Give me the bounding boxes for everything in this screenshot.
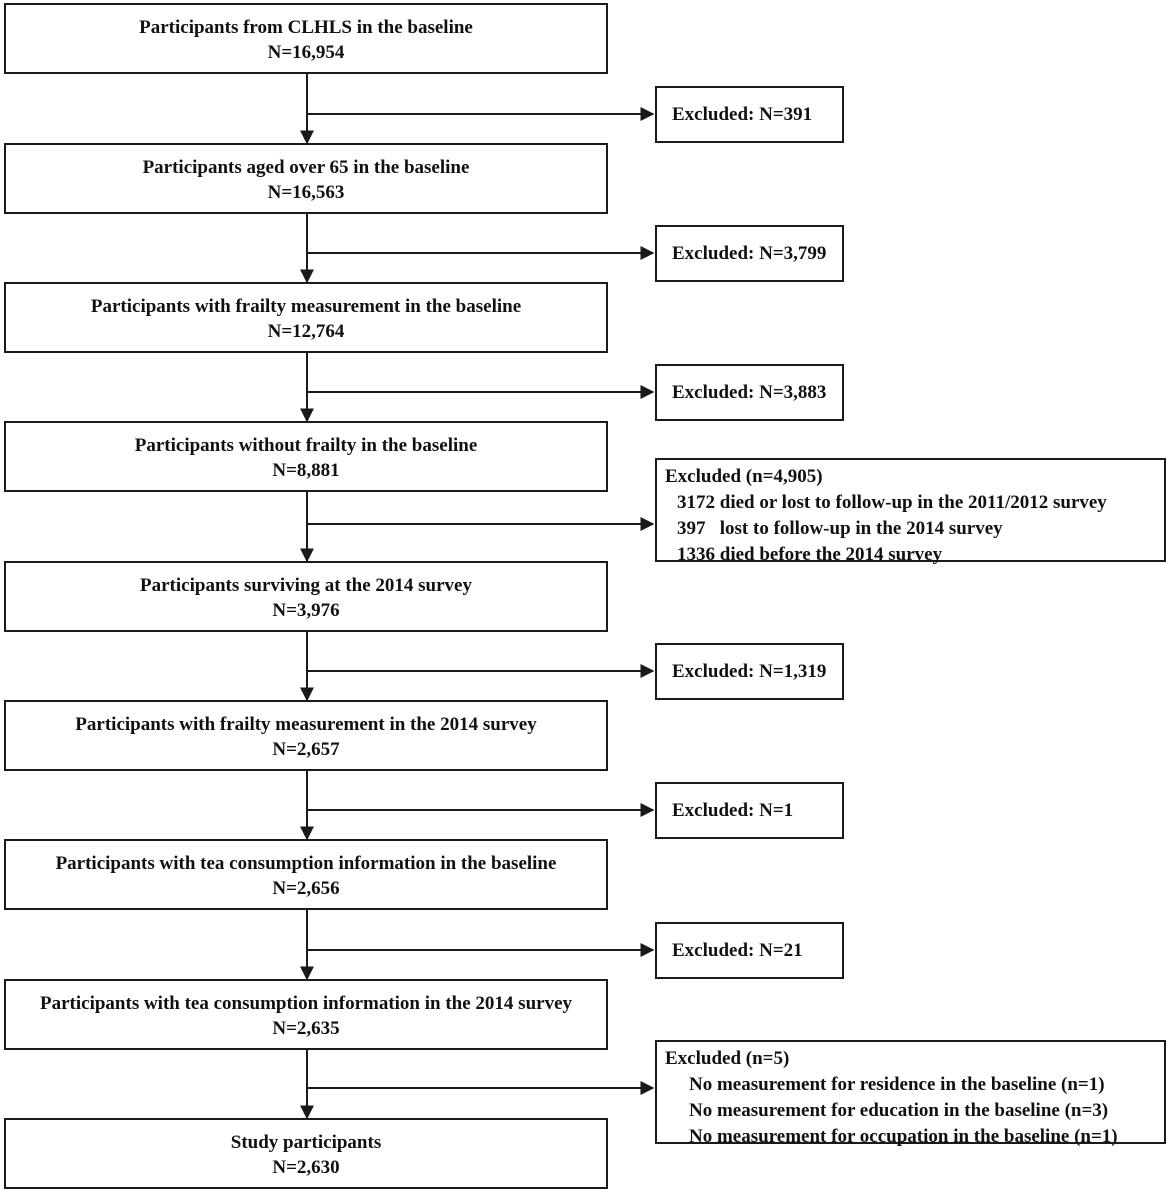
stage-count: N=16,563 — [267, 182, 345, 203]
exclusion-box-5: Excluded: N=1,319 — [655, 643, 844, 700]
stage-box-tea-2014: Participants with tea consumption inform… — [4, 979, 608, 1050]
exclusion-label: Excluded: N=21 — [672, 940, 803, 961]
stage-count: N=3,976 — [272, 600, 340, 621]
stage-box-frailty-2014: Participants with frailty measurement in… — [4, 700, 608, 771]
exclusion-item: 1336 died before the 2014 survey — [677, 544, 943, 565]
stage-box-aged-over-65: Participants aged over 65 in the baselin… — [4, 143, 608, 214]
exclusion-label: Excluded: N=1 — [672, 800, 794, 821]
stage-count: N=2,657 — [272, 739, 340, 760]
stage-box-baseline-clhls: Participants from CLHLS in the baseline … — [4, 3, 608, 74]
stage-title: Participants with frailty measurement in… — [75, 714, 537, 735]
stage-title: Participants with tea consumption inform… — [40, 993, 572, 1014]
exclusion-box-3: Excluded: N=3,883 — [655, 364, 844, 421]
stage-box-tea-baseline: Participants with tea consumption inform… — [4, 839, 608, 910]
exclusion-item: No measurement for occupation in the bas… — [689, 1126, 1118, 1147]
stage-title: Participants with tea consumption inform… — [55, 853, 557, 874]
stage-title: Participants from CLHLS in the baseline — [139, 17, 473, 38]
exclusion-box-2: Excluded: N=3,799 — [655, 225, 844, 282]
exclusion-item: 3172 died or lost to follow-up in the 20… — [677, 492, 1107, 513]
exclusion-box-7: Excluded: N=21 — [655, 922, 844, 979]
stage-box-surviving-2014: Participants surviving at the 2014 surve… — [4, 561, 608, 632]
exclusion-box-4-detail: Excluded (n=4,905) 3172 died or lost to … — [655, 458, 1166, 565]
exclusion-item: 397 lost to follow-up in the 2014 survey — [677, 518, 1003, 539]
stage-box-frailty-baseline: Participants with frailty measurement in… — [4, 282, 608, 353]
stage-box-study-participants: Study participants N=2,630 — [4, 1118, 608, 1189]
stage-count: N=12,764 — [267, 321, 345, 342]
exclusion-label: Excluded: N=1,319 — [672, 661, 827, 682]
exclusion-label: Excluded: N=391 — [672, 104, 813, 125]
stage-count: N=2,635 — [272, 1018, 340, 1039]
exclusion-box-8-detail: Excluded (n=5) No measurement for reside… — [655, 1040, 1166, 1147]
stage-box-without-frailty: Participants without frailty in the base… — [4, 421, 608, 492]
exclusion-header: Excluded (n=5) — [665, 1048, 790, 1069]
stage-count: N=8,881 — [272, 460, 340, 481]
exclusion-item: No measurement for education in the base… — [689, 1100, 1109, 1121]
exclusion-label: Excluded: N=3,883 — [672, 382, 827, 403]
stage-count: N=2,630 — [272, 1157, 340, 1178]
exclusion-box-1: Excluded: N=391 — [655, 86, 844, 143]
exclusion-item: No measurement for residence in the base… — [689, 1074, 1105, 1095]
exclusion-label: Excluded: N=3,799 — [672, 243, 827, 264]
stage-title: Participants aged over 65 in the baselin… — [142, 157, 470, 178]
stage-count: N=2,656 — [272, 878, 340, 899]
stage-title: Study participants — [230, 1132, 382, 1153]
stage-title: Participants without frailty in the base… — [134, 435, 478, 456]
exclusion-header: Excluded (n=4,905) — [665, 466, 823, 487]
exclusion-box-6: Excluded: N=1 — [655, 782, 844, 839]
stage-count: N=16,954 — [267, 42, 345, 63]
stage-title: Participants surviving at the 2014 surve… — [140, 575, 472, 596]
stage-title: Participants with frailty measurement in… — [90, 296, 522, 317]
